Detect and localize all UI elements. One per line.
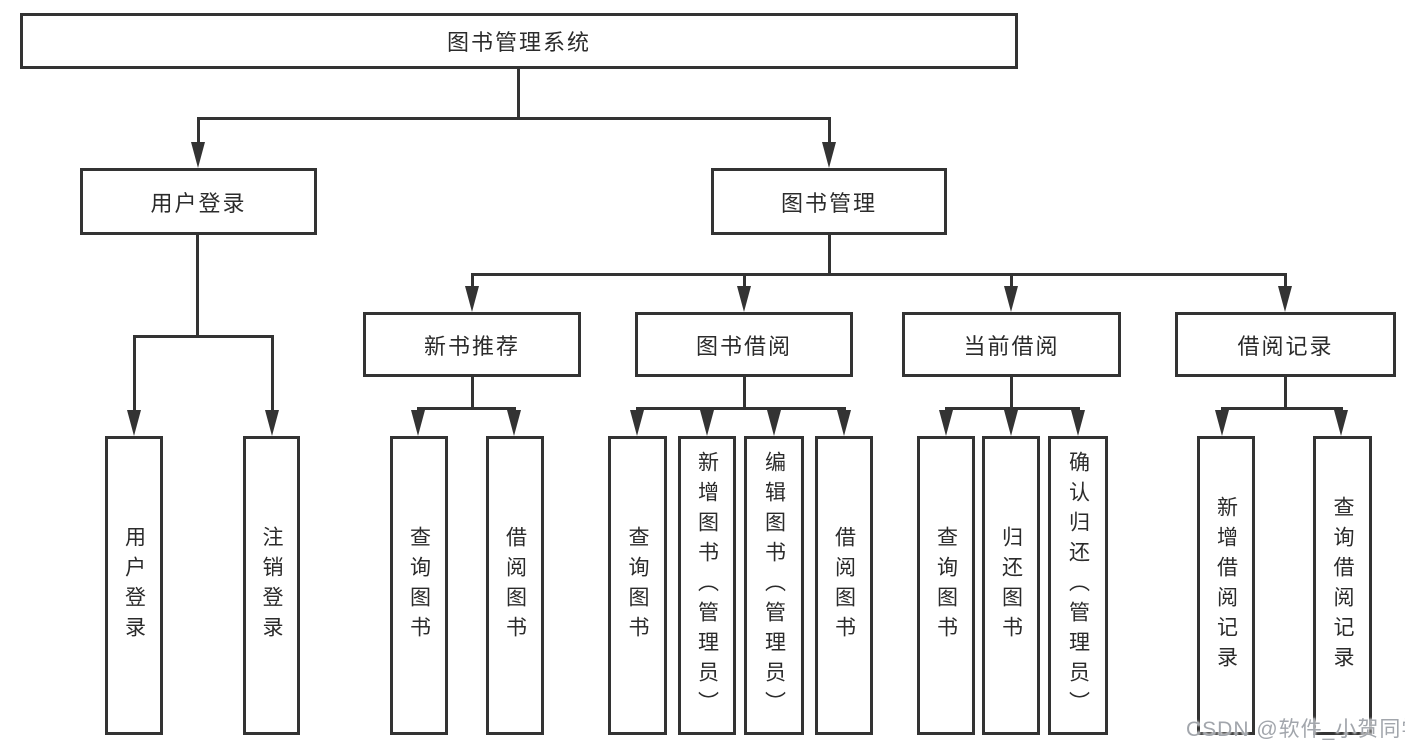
leaf-add-book-admin: 新增图书（管理员） <box>678 436 736 735</box>
connector-borrowing-records-spread <box>1221 407 1343 410</box>
arrow-down-icon <box>1071 410 1085 436</box>
arrow-down-icon <box>1004 410 1018 436</box>
node-new-book-recommendation: 新书推荐 <box>363 312 581 377</box>
connector-arrow-shaft <box>271 335 274 414</box>
leaf-query-borrow-record: 查询借阅记录 <box>1313 436 1372 735</box>
connector-user-login-spread <box>133 335 274 338</box>
leaf-return-book: 归还图书 <box>982 436 1040 735</box>
arrow-down-icon <box>1334 410 1348 436</box>
connector-book-borrowing-spread <box>636 407 846 410</box>
connector-arrow-shaft <box>1010 273 1013 290</box>
connector-arrow-shaft <box>1284 273 1287 290</box>
connector-arrow-shaft <box>743 273 746 290</box>
connector-book-borrowing-stub <box>743 377 746 410</box>
connector-new-book-spread <box>417 407 516 410</box>
leaf-confirm-return-admin: 确认归还（管理员） <box>1048 436 1108 735</box>
node-book-borrowing: 图书借阅 <box>635 312 853 377</box>
arrow-down-icon <box>465 286 479 312</box>
connector-new-book-stub <box>471 377 474 410</box>
connector-root-spread <box>197 117 831 120</box>
leaf-borrow-books-borrowing: 借阅图书 <box>815 436 873 735</box>
arrow-down-icon <box>737 286 751 312</box>
node-book-management: 图书管理 <box>711 168 947 235</box>
arrow-down-icon <box>630 410 644 436</box>
arrow-down-icon <box>191 142 205 168</box>
connector-book-management-spread <box>471 273 1287 276</box>
leaf-query-books-recommend: 查询图书 <box>390 436 448 735</box>
leaf-borrow-books-recommend: 借阅图书 <box>486 436 544 735</box>
node-user-login: 用户登录 <box>80 168 317 235</box>
arrow-down-icon <box>837 410 851 436</box>
connector-arrow-shaft <box>471 273 474 290</box>
connector-arrow-shaft <box>828 117 831 146</box>
arrow-down-icon <box>1278 286 1292 312</box>
node-borrowing-records: 借阅记录 <box>1175 312 1396 377</box>
connector-arrow-shaft <box>133 335 136 414</box>
arrow-down-icon <box>265 410 279 436</box>
connector-borrowing-records-stub <box>1284 377 1287 410</box>
csdn-watermark: CSDN @软件_小贺同学 <box>1186 718 1405 741</box>
leaf-user-login: 用户登录 <box>105 436 163 735</box>
leaf-edit-book-admin: 编辑图书（管理员） <box>744 436 804 735</box>
leaf-logout: 注销登录 <box>243 436 300 735</box>
arrow-down-icon <box>939 410 953 436</box>
node-library-management-system: 图书管理系统 <box>20 13 1018 69</box>
arrow-down-icon <box>411 410 425 436</box>
arrow-down-icon <box>1215 410 1229 436</box>
arrow-down-icon <box>822 142 836 168</box>
connector-user-login-stub <box>196 235 199 338</box>
arrow-down-icon <box>700 410 714 436</box>
connector-root-stub <box>517 69 520 120</box>
connector-book-management-stub <box>828 235 831 276</box>
node-current-borrowing: 当前借阅 <box>902 312 1121 377</box>
connector-current-borrowing-stub <box>1010 377 1013 410</box>
arrow-down-icon <box>507 410 521 436</box>
arrow-down-icon <box>1004 286 1018 312</box>
connector-arrow-shaft <box>197 117 200 146</box>
leaf-query-books-borrowing: 查询图书 <box>608 436 667 735</box>
arrow-down-icon <box>127 410 141 436</box>
leaf-query-books-current: 查询图书 <box>917 436 975 735</box>
leaf-add-borrow-record: 新增借阅记录 <box>1197 436 1255 735</box>
arrow-down-icon <box>767 410 781 436</box>
